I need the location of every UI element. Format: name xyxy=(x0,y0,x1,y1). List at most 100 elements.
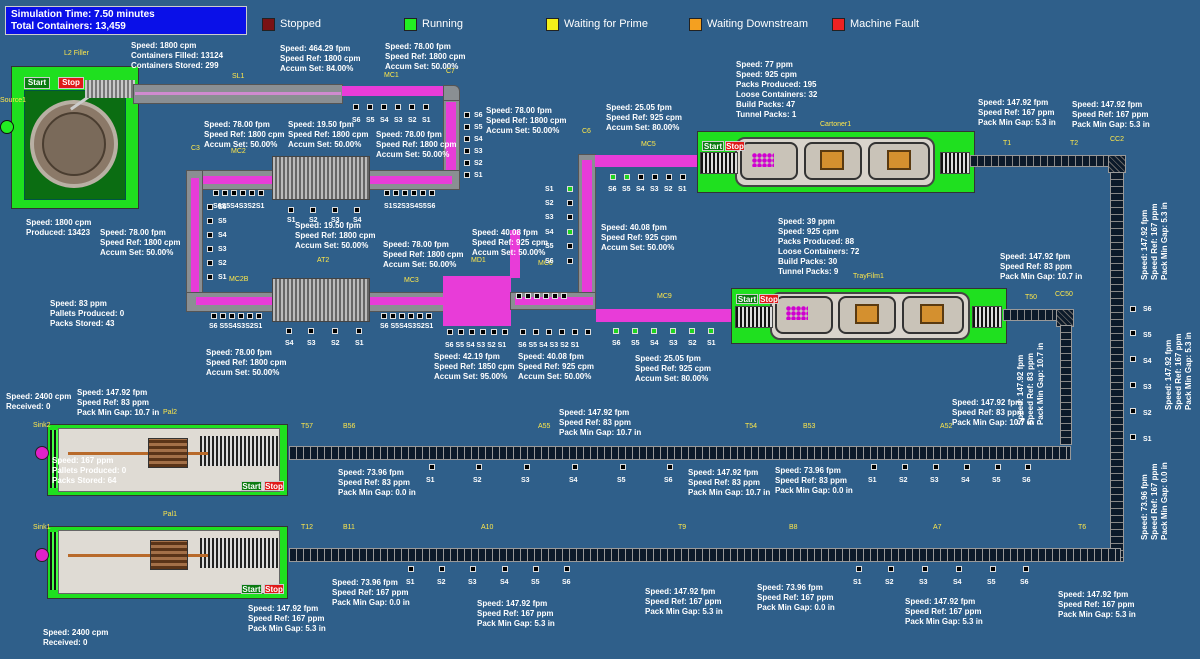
pal1-stop-button[interactable]: Stop xyxy=(264,584,284,594)
sensor xyxy=(308,328,314,334)
sensor xyxy=(381,104,387,110)
sensor xyxy=(464,172,470,178)
mc6-conveyor[interactable] xyxy=(582,160,592,300)
sensor xyxy=(207,204,213,210)
cartoner-start-button[interactable]: Start xyxy=(702,141,724,151)
pal1-label: Pal1 xyxy=(163,511,178,518)
sensor-label: S6 S5S4S3S2S1 xyxy=(209,323,263,330)
sensor-label: S4 xyxy=(353,217,362,224)
sensor xyxy=(902,464,908,470)
sensor xyxy=(525,293,531,299)
sink1-stats: Speed: 2400 cpm Received: 0 xyxy=(43,628,109,647)
a52-label: A52 xyxy=(940,423,953,430)
mc1-conveyor[interactable] xyxy=(342,86,444,96)
at2-label: AT2 xyxy=(317,257,330,264)
t1-conveyor[interactable] xyxy=(970,155,1110,167)
sensor-label: S4 xyxy=(285,340,294,347)
legend-swatch xyxy=(404,17,417,31)
t2-label: T2 xyxy=(1070,140,1079,147)
sensor-label: S4 xyxy=(500,579,509,586)
sensor-label: S5 xyxy=(366,117,375,124)
pal2-stop-button[interactable]: Stop xyxy=(264,481,284,491)
sensor-label: S2 xyxy=(473,477,482,484)
sensor xyxy=(995,464,1001,470)
pal2-start-button[interactable]: Start xyxy=(241,481,262,491)
sensor-label: S4 xyxy=(636,186,645,193)
mc2c-stats: Speed: 78.00 fpm Speed Ref: 1800 cpm Acc… xyxy=(376,130,457,159)
trayfilm-outfeed xyxy=(972,306,1002,328)
sl1-stats: Speed: 464.29 fpm Speed Ref: 1800 cpm Ac… xyxy=(280,44,361,73)
sensor xyxy=(543,293,549,299)
sensor xyxy=(207,246,213,252)
filler-bowl-inner xyxy=(42,112,106,176)
sensor-label: S2 xyxy=(899,477,908,484)
mc9-conveyor[interactable] xyxy=(596,309,734,322)
sensor-label: S3 xyxy=(394,117,403,124)
right-vertical-conveyor[interactable] xyxy=(1110,172,1124,562)
at2-top-module[interactable] xyxy=(272,156,370,200)
sensor-label: S3 xyxy=(930,477,939,484)
sensor-label: S1 xyxy=(287,217,296,224)
source-label: Source1 xyxy=(0,97,27,104)
sensor-label: S6 xyxy=(664,477,673,484)
mc2a-stats: Speed: 78.00 fpm Speed Ref: 1800 cpm Acc… xyxy=(204,120,285,149)
sensor xyxy=(620,464,626,470)
sensor xyxy=(429,464,435,470)
sensor-label: S5 xyxy=(631,340,640,347)
source-icon[interactable] xyxy=(0,120,14,134)
t9-label: T9 xyxy=(678,524,687,531)
b8-stats: Speed: 73.96 fpm Speed Ref: 167 ppm Pack… xyxy=(757,583,835,612)
sensor-label: S3 xyxy=(919,579,928,586)
sensor-label: S6 xyxy=(1020,579,1029,586)
t12-label: T12 xyxy=(301,524,314,531)
legend-running: Running xyxy=(404,17,463,31)
t50-stats: Speed: 147.92 fpm Speed Ref: 83 ppm Pack… xyxy=(1000,252,1083,281)
sensor xyxy=(933,464,939,470)
sensor-label: S4 xyxy=(961,477,970,484)
cartoner-stop-button[interactable]: Stop xyxy=(725,141,745,151)
sensor xyxy=(632,328,638,334)
trayfilm-stop-button[interactable]: Stop xyxy=(759,294,779,304)
cc50-vertical[interactable] xyxy=(1060,325,1072,445)
sensor-label: S6 S5S4S3S2S1 xyxy=(380,323,434,330)
sensor-label: S3 xyxy=(521,477,530,484)
cartoner-stats: Speed: 77 ppm Speed: 925 cpm Packs Produ… xyxy=(736,60,818,119)
sensor xyxy=(353,104,359,110)
sensor xyxy=(393,190,399,196)
sensor-label: S3 xyxy=(331,217,340,224)
pal2-line-conveyor[interactable] xyxy=(289,446,1071,460)
sensor-label: S6 S5 S4 S3 S2 S1 xyxy=(445,342,507,349)
sensor xyxy=(356,328,362,334)
sensor xyxy=(464,160,470,166)
sensor xyxy=(258,190,264,196)
pal1-start-button[interactable]: Start xyxy=(241,584,262,594)
cc2-corner[interactable] xyxy=(1108,155,1126,173)
mc6b-stats: Speed: 40.08 fpm Speed Ref: 925 cpm Accu… xyxy=(518,352,595,381)
sensor-label: S6 xyxy=(352,117,361,124)
b56-stats: Speed: 73.96 fpm Speed Ref: 83 ppm Pack … xyxy=(338,468,416,497)
trayfilm-start-button[interactable]: Start xyxy=(736,294,758,304)
md1-merge[interactable] xyxy=(443,276,511,326)
pal1-pallet xyxy=(150,540,188,570)
mc2b-conveyor[interactable] xyxy=(191,178,199,300)
sensor xyxy=(516,293,522,299)
pal1-line-conveyor[interactable] xyxy=(289,548,1121,562)
t1-stats: Speed: 147.92 fpm Speed Ref: 167 ppm Pac… xyxy=(978,98,1056,127)
filler-start-button[interactable]: Start xyxy=(24,77,50,89)
pal2-stats: Speed: 167 ppm Pallets Produced: 0 Packs… xyxy=(52,456,127,485)
a7-stats: Speed: 147.92 fpm Speed Ref: 167 ppm Pac… xyxy=(905,597,983,626)
legend-label: Waiting Downstream xyxy=(707,18,809,30)
sink2-icon[interactable] xyxy=(35,446,49,460)
filler-stop-button[interactable]: Stop xyxy=(58,77,84,89)
pal2-rail xyxy=(68,452,208,455)
sink1-icon[interactable] xyxy=(35,548,49,562)
sensor-label: S5 xyxy=(617,477,626,484)
at2-bottom-module[interactable] xyxy=(272,278,370,322)
sensor-label: S2 xyxy=(545,200,554,207)
legend-label: Stopped xyxy=(280,18,321,30)
t50-conveyor[interactable] xyxy=(1003,309,1059,321)
sensor xyxy=(381,313,387,319)
b53-stats: Speed: 73.96 fpm Speed Ref: 83 ppm Pack … xyxy=(775,466,853,495)
mc5-conveyor[interactable] xyxy=(595,155,700,167)
sensor xyxy=(480,329,486,335)
